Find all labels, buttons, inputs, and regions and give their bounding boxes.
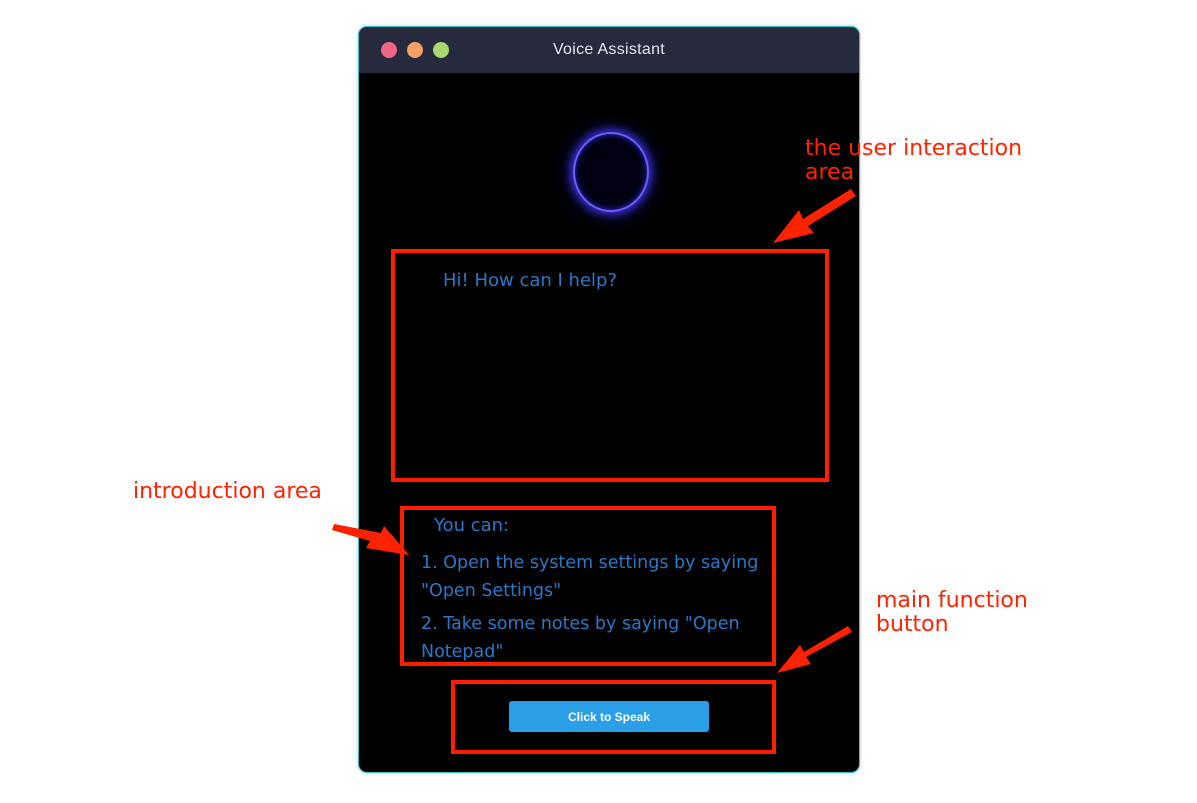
- annotation-box-interaction-area: [391, 249, 829, 482]
- voice-assistant-window: Voice Assistant Hi! How can I help? You …: [358, 26, 860, 773]
- annotation-arrow-introduction-area: [332, 524, 409, 555]
- intro-item-settings: 1. Open the system settings by saying "O…: [421, 553, 759, 601]
- window-title: Voice Assistant: [552, 41, 666, 58]
- annotation-box-introduction-area: [400, 506, 776, 666]
- intro-heading: You can:: [434, 515, 510, 536]
- annotation-box-main-button: [451, 680, 776, 754]
- click-to-speak-button[interactable]: Click to Speak: [509, 701, 709, 732]
- assistant-greeting: Hi! How can I help?: [443, 270, 618, 291]
- annotation-arrow-main-button: [777, 626, 852, 673]
- zoom-window-button[interactable]: [433, 42, 449, 58]
- annotation-label-main-button: main function button: [876, 588, 1028, 637]
- annotation-label-introduction-area: introduction area: [133, 479, 322, 504]
- title-bar[interactable]: Voice Assistant: [359, 27, 859, 73]
- annotation-arrow-interaction-area: [773, 189, 856, 243]
- annotation-label-interaction-area: the user interaction area: [805, 136, 1023, 185]
- close-window-button[interactable]: [381, 42, 397, 58]
- intro-item-notepad: 2. Take some notes by saying "Open Notep…: [421, 614, 740, 662]
- minimize-window-button[interactable]: [407, 42, 423, 58]
- voice-orb-icon: [573, 132, 649, 212]
